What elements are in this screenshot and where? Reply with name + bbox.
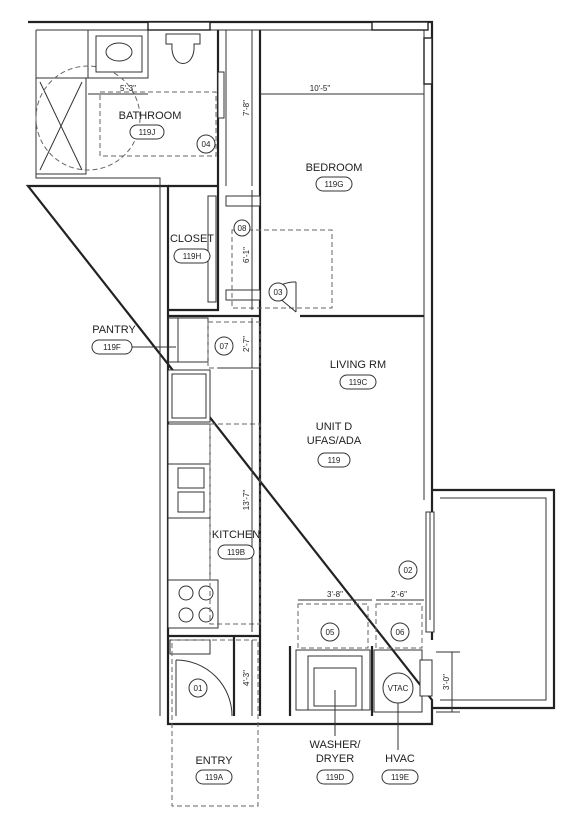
closet-door-2 [225,289,261,301]
refrigerator [167,369,211,423]
room-name-washer-2: DRYER [316,753,354,765]
room-tag-entry: 119A [205,773,224,782]
room-tag-box-bedroom [315,176,353,192]
window-bedroom [371,21,429,31]
burner-3 [178,607,194,623]
room-tag-closet: 119H [183,252,202,261]
room-tag-box-living [339,374,377,390]
burner-2 [198,585,214,601]
room-tag-living: 119C [349,378,368,387]
door-number-03: 03 [274,288,283,297]
door-marker-03 [268,282,288,302]
room-name-bathroom: BATHROOM [119,110,182,122]
door-marker-02 [398,560,418,580]
door-marker-01 [188,678,208,698]
bath-clearance [99,91,217,157]
room-tag-box-closet [173,248,211,264]
room-name-bedroom: BEDROOM [306,162,363,174]
bedroom-door-clearance [231,229,333,309]
room-name-washer-1: WASHER/ [310,739,362,751]
room-tag-box-kitchen [217,544,255,560]
room-tag-pantry: 119F [103,343,121,352]
room-name-living: LIVING RM [330,359,386,371]
sink-basin-1 [177,467,205,489]
room-tag-bathroom: 119J [139,128,156,137]
pantry-box [167,317,209,363]
vtac-label: VTAC [388,684,409,693]
room-tag-washer: 119D [326,773,345,782]
grab-bar [217,71,225,119]
room-name-pantry: PANTRY [92,324,136,336]
door-number-02: 02 [404,566,413,575]
shower-diagonal [39,81,83,171]
door-number-04: 04 [202,140,211,149]
dim-bath-width: 5'-3" [120,84,136,93]
unit-name: UNIT D [316,421,353,433]
closet-shelf [207,195,217,303]
washer-shelf [295,649,371,711]
door-marker-07 [214,336,234,356]
entry-closet [169,639,211,655]
door-number-05: 05 [326,628,335,637]
room-name-closet: CLOSET [170,233,214,245]
dim-washer-width: 3'-8" [327,590,343,599]
room-tag-box-hvac [381,769,419,785]
room-tag-unit: 119 [328,456,341,465]
dim-pantry-height: 2'-7" [242,336,251,352]
washer-clearance [297,603,369,649]
bath-turning-circle [35,65,141,171]
burner-1 [178,585,194,601]
room-tag-box-entry [195,769,233,785]
closet-door [225,195,261,207]
balcony-inner [440,497,547,701]
dim-bath-height: 7'-8" [242,100,251,116]
room-tag-hvac: 119E [391,773,409,782]
counter-2 [167,517,211,581]
room-tag-bedroom: 119G [325,180,344,189]
dim-closet-width: 6'-1" [242,247,251,263]
burner-4 [198,607,214,623]
room-tag-box-unit [317,452,351,468]
door-marker-06 [390,622,410,642]
door-number-01: 01 [194,684,203,693]
room-name-entry: ENTRY [195,755,233,767]
room-tag-box-washer [316,769,354,785]
window-bedroom-side [423,37,433,85]
door-number-06: 06 [396,628,405,637]
room-name-hvac: HVAC [385,753,415,765]
dim-bedroom-width: 10'-5" [310,84,331,93]
hvac-closet-door [419,659,433,697]
window-bath [147,21,211,31]
dim-window-width: 3'-0" [442,674,451,690]
door-marker-04 [196,134,216,154]
exterior-wall [25,20,434,726]
door-marker-05 [320,622,340,642]
dim-entry-height: 4'-3" [242,670,251,686]
dim-hvac-width: 2'-6" [391,590,407,599]
lavatory-basin [105,42,133,62]
room-tag-kitchen: 119B [227,548,245,557]
room-tag-box-bathroom [129,124,165,140]
counter-1 [167,423,211,465]
shower [35,77,87,175]
door-number-08: 08 [238,224,247,233]
dim-kitchen-length: 13'-7" [242,490,251,511]
refrigerator-inner [171,373,207,419]
door-number-07: 07 [220,342,229,351]
hvac-clearance [375,603,423,649]
sink-basin-2 [177,491,205,513]
room-name-kitchen: KITCHEN [212,529,260,541]
door-swing-01 [175,659,233,717]
door-marker-08 [233,219,251,237]
kitchen-clearance [209,423,261,625]
entry-clearance [171,639,259,807]
toilet [165,33,201,64]
balcony [432,488,556,710]
exterior-wall-inner [35,29,425,716]
unit-type: UFAS/ADA [307,435,362,447]
